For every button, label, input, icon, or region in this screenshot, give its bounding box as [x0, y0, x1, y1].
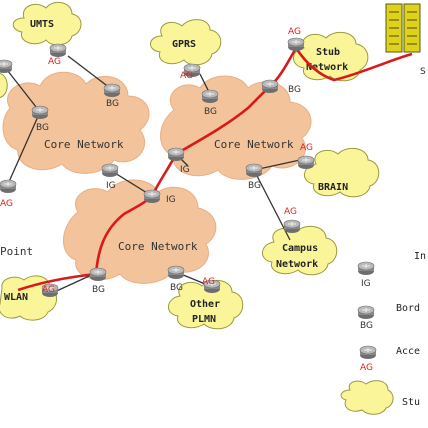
router-left-bottom-icon	[0, 179, 17, 194]
router-bg-brain-side-icon	[245, 163, 263, 178]
ag-label-plmn: AG	[202, 277, 215, 287]
ag-label-brain: AG	[300, 143, 313, 153]
bg-label-bottom: BG	[92, 285, 105, 295]
ag-label-campus: AG	[284, 207, 297, 217]
core-network-bottom: Core Network	[63, 179, 217, 284]
cloud-stub-label-1: Stub	[316, 47, 340, 58]
legend-ag-text: Acce	[396, 346, 420, 357]
router-ig-left-icon	[101, 163, 119, 178]
cloud-partial-left	[0, 73, 8, 99]
legend-ig-icon	[357, 261, 375, 276]
cloud-brain: BRAIN	[304, 147, 380, 198]
server-rack-icon	[385, 3, 421, 53]
cloud-stub-network: Stub Network	[293, 31, 369, 82]
bg-label-plmn: BG	[170, 283, 183, 293]
core-network-bottom-label: Core Network	[118, 240, 198, 253]
router-ag-brain-icon	[297, 155, 315, 170]
core-network-right: Core Network	[160, 75, 312, 180]
ag-label-left-bottom: AG	[0, 199, 13, 209]
core-network-left-label: Core Network	[44, 138, 124, 151]
legend-bg-tag: BG	[360, 321, 373, 331]
router-bg-top-left-icon	[103, 83, 121, 98]
cloud-campus-label-1: Campus	[282, 243, 318, 254]
legend-ig-tag: IG	[361, 279, 371, 289]
router-bg-right-icon	[261, 79, 279, 94]
legend-ag-icon	[359, 345, 377, 360]
partial-server-label: S	[420, 67, 426, 77]
legend-stub-cloud-icon	[340, 380, 394, 415]
ig-label-left: IG	[106, 181, 116, 191]
ig-label-center: IG	[180, 165, 190, 175]
bg-label-gprs: BG	[204, 107, 217, 117]
ag-label-wlan: AG	[42, 285, 55, 295]
cloud-gprs: GPRS	[150, 19, 222, 66]
ag-label-umts: AG	[48, 57, 61, 67]
cloud-campus-network: Campus Network	[262, 225, 338, 276]
router-ig-bottom-icon	[143, 189, 161, 204]
cloud-other-plmn: Other PLMN	[168, 279, 244, 330]
bg-label-right: BG	[288, 85, 301, 95]
bg-label-brain-side: BG	[248, 181, 261, 191]
cloud-umts: UMTS	[12, 1, 82, 46]
cloud-brain-label: BRAIN	[318, 182, 348, 193]
router-ig-center-icon	[167, 147, 185, 162]
cloud-other-plmn-label-2: PLMN	[192, 314, 216, 325]
legend: IG In BG Bord AG Acce Stu	[340, 251, 426, 415]
router-ag-umts-icon	[49, 43, 67, 58]
ig-label-bottom: IG	[166, 195, 176, 205]
cloud-umts-label: UMTS	[30, 19, 54, 30]
legend-bg-text: Bord	[396, 303, 420, 314]
legend-stub-text: Stu	[402, 397, 420, 408]
core-network-left: Core Network	[2, 71, 150, 174]
router-bg-bottom-icon	[89, 267, 107, 282]
router-ag-stub-icon	[287, 37, 305, 52]
ag-label-stub: AG	[288, 27, 301, 37]
cloud-gprs-label: GPRS	[172, 39, 196, 50]
bg-label-top-left: BG	[106, 99, 119, 109]
legend-bg-icon	[357, 305, 375, 320]
cloud-campus-label-2: Network	[276, 259, 318, 270]
point-text: Point	[0, 245, 33, 258]
red-path	[17, 45, 413, 292]
router-bg-gprs-icon	[201, 89, 219, 104]
ag-label-gprs: AG	[180, 71, 193, 81]
legend-ag-tag: AG	[360, 363, 373, 373]
router-partial-left-icon	[0, 59, 13, 74]
router-bg-left-icon	[31, 105, 49, 120]
router-bg-plmn-icon	[167, 265, 185, 280]
cloud-other-plmn-label-1: Other	[190, 299, 220, 310]
bg-label-left: BG	[36, 123, 49, 133]
cloud-wlan-label: WLAN	[4, 292, 28, 303]
cloud-stub-label-2: Network	[306, 62, 348, 73]
core-network-right-label: Core Network	[214, 138, 294, 151]
router-ag-campus-icon	[283, 219, 301, 234]
legend-ig-text: In	[414, 251, 426, 262]
